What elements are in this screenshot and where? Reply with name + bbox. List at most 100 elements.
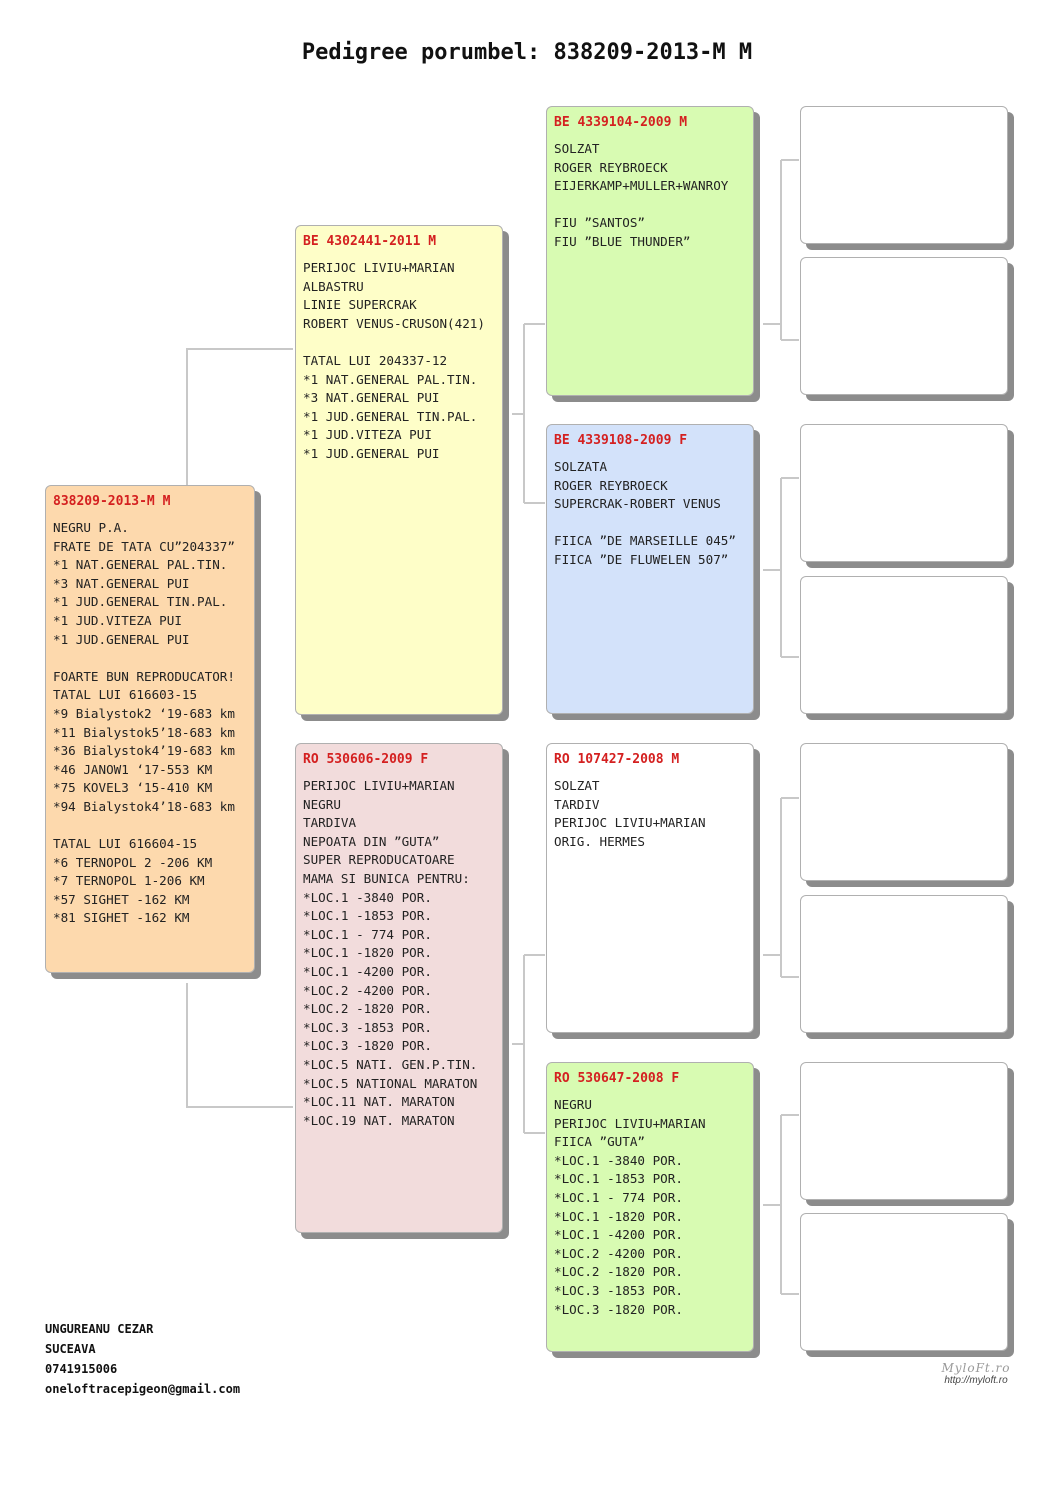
pedigree-line: *9 Bialystok2 ‘19-683 km	[53, 705, 235, 721]
logo-url: http://myloft.ro	[944, 1375, 1008, 1386]
pedigree-line: SUPER REPRODUCATOARE	[303, 852, 455, 868]
pedigree-line: *75 KOVEL3 ‘15-410 KM	[53, 780, 213, 796]
pedigree-line: TATAL LUI 616603-15	[53, 687, 198, 703]
pedigree-line	[554, 514, 746, 533]
pedigree-line: TATAL LUI 616604-15	[53, 836, 198, 852]
pedigree-line: *LOC.5 NATI. GEN.P.TIN.	[303, 1056, 478, 1072]
pedigree-line: FIU ”BLUE THUNDER”	[554, 233, 691, 249]
pedigree-line: SOLZAT	[554, 778, 600, 793]
pedigree-line: NEPOATA DIN ”GUTA”	[303, 833, 440, 849]
pedigree-line: FIU ”SANTOS”	[554, 215, 645, 231]
pedigree-line: *1 JUD.GENERAL TIN.PAL.	[303, 408, 478, 424]
pedigree-line: *6 TERNOPOL 2 -206 KM	[53, 854, 213, 870]
pedigree-line: TATAL LUI 204337-12	[303, 352, 448, 368]
sire-card: BE 4302441-2011 M PERIJOC LIVIU+MARIAN AL…	[295, 225, 503, 715]
pedigree-line: *LOC.1 -4200 POR.	[303, 963, 432, 979]
dam-dam-id: RO 530647-2008 F	[554, 1071, 680, 1086]
dam-card: RO 530606-2009 F PERIJOC LIVIU+MARIAN NEG…	[295, 743, 503, 1233]
pedigree-line: NEGRU	[303, 796, 341, 812]
pedigree-line: ALBASTRU	[303, 278, 364, 294]
pedigree-line: *57 SIGHET -162 KM	[53, 891, 190, 907]
page-title: Pedigree porumbel: 838209-2013-M M	[301, 40, 753, 65]
sire-id: BE 4302441-2011 M	[303, 234, 437, 249]
pedigree-line: PERIJOC LIVIU+MARIAN	[303, 778, 455, 793]
pedigree-line: FIICA ”DE FLUWELEN 507”	[554, 551, 729, 567]
pedigree-line: *LOC.1 -1853 POR.	[303, 908, 432, 924]
pedigree-line: *LOC.1 - 774 POR.	[303, 926, 432, 942]
great-grandparent-card	[800, 1213, 1008, 1351]
pedigree-line: *LOC.1 -1820 POR.	[303, 945, 432, 961]
pedigree-line: FIICA ”DE MARSEILLE 045”	[554, 533, 736, 549]
pedigree-line: *LOC.3 -1820 POR.	[554, 1301, 683, 1317]
pedigree-line: *36 Bialystok4’19-683 km	[53, 743, 235, 759]
dam-sire-id: RO 107427-2008 M	[554, 752, 680, 767]
pedigree-line: *LOC.1 -1820 POR.	[554, 1208, 683, 1224]
dam-dam-card: RO 530647-2008 F NEGRU PERIJOC LIVIU+MARI…	[546, 1062, 754, 1352]
pedigree-line: *81 SIGHET -162 KM	[53, 910, 190, 926]
owner-city: SUCEAVA	[45, 1342, 96, 1356]
pedigree-line: *LOC.1 -1853 POR.	[554, 1171, 683, 1187]
pedigree-line	[303, 333, 495, 352]
pedigree-line: *LOC.1 -3840 POR.	[303, 889, 432, 905]
pedigree-line: *1 NAT.GENERAL PAL.TIN.	[53, 557, 228, 573]
pedigree-line: PERIJOC LIVIU+MARIAN	[303, 260, 455, 275]
pedigree-line: *LOC.2 -4200 POR.	[303, 982, 432, 998]
owner-name: UNGUREANU CEZAR	[45, 1322, 154, 1336]
pedigree-line: *LOC.19 NAT. MARATON	[303, 1112, 455, 1128]
dam-id: RO 530606-2009 F	[303, 752, 429, 767]
great-grandparent-card	[800, 424, 1008, 562]
pedigree-line: MAMA SI BUNICA PENTRU:	[303, 870, 470, 886]
pedigree-line: *LOC.11 NAT. MARATON	[303, 1094, 455, 1110]
pedigree-line	[53, 817, 247, 836]
sire-sire-id: BE 4339104-2009 M	[554, 115, 688, 130]
great-grandparent-card	[800, 576, 1008, 714]
myloft-logo: MyloFt.ro http://myloft.ro	[936, 1361, 1016, 1397]
pedigree-line: *1 JUD.GENERAL TIN.PAL.	[53, 594, 228, 610]
pedigree-line: SOLZATA	[554, 459, 608, 474]
pedigree-line: *LOC.3 -1853 POR.	[554, 1282, 683, 1298]
pedigree-line: *LOC.1 -3840 POR.	[554, 1152, 683, 1168]
pedigree-line: SOLZAT	[554, 141, 600, 156]
pedigree-line: *1 JUD.GENERAL PUI	[53, 631, 190, 647]
pedigree-line: PERIJOC LIVIU+MARIAN	[554, 1115, 706, 1131]
pedigree-line: PERIJOC LIVIU+MARIAN	[554, 815, 706, 831]
pedigree-line: *94 Bialystok4’18-683 km	[53, 798, 235, 814]
pedigree-line: *3 NAT.GENERAL PUI	[53, 575, 190, 591]
pedigree-line: FRATE DE TATA CU”204337”	[53, 538, 235, 554]
pedigree-line: *LOC.1 -4200 POR.	[554, 1227, 683, 1243]
dam-dam-lines: NEGRU PERIJOC LIVIU+MARIAN FIICA ”GUTA” *LO…	[554, 1096, 746, 1319]
pedigree-line	[53, 649, 247, 668]
subject-lines: NEGRU P.A.FRATE DE TATA CU”204337”*1 NAT…	[53, 519, 247, 928]
owner-email: oneloftracepigeon@gmail.com	[45, 1382, 241, 1396]
sire-dam-id: BE 4339108-2009 F	[554, 433, 688, 448]
pedigree-line: *7 TERNOPOL 1-206 KM	[53, 873, 205, 889]
pedigree-line: FIICA ”GUTA”	[554, 1134, 645, 1150]
pedigree-line: *1 JUD.VITEZA PUI	[53, 612, 182, 628]
pedigree-line: NEGRU	[554, 1097, 592, 1112]
pedigree-line: *LOC.2 -1820 POR.	[554, 1264, 683, 1280]
pedigree-line: *46 JANOW1 ‘17-553 KM	[53, 761, 213, 777]
pedigree-line: *3 NAT.GENERAL PUI	[303, 390, 440, 406]
logo-mark: MyloFt.ro	[941, 1361, 1011, 1375]
great-grandparent-card	[800, 257, 1008, 395]
pedigree-line: *LOC.3 -1853 POR.	[303, 1019, 432, 1035]
pedigree-line: SUPERCRAK-ROBERT VENUS	[554, 496, 721, 512]
great-grandparent-card	[800, 106, 1008, 244]
pedigree-line: *LOC.2 -1820 POR.	[303, 1001, 432, 1017]
pedigree-line: *LOC.1 - 774 POR.	[554, 1189, 683, 1205]
subject-card: 838209-2013-M M NEGRU P.A.FRATE DE TATA …	[45, 485, 255, 973]
great-grandparent-card	[800, 743, 1008, 881]
pedigree-line: *LOC.3 -1820 POR.	[303, 1038, 432, 1054]
great-grandparent-card	[800, 1062, 1008, 1200]
pedigree-line: ROBERT VENUS-CRUSON(421)	[303, 315, 485, 331]
owner-phone: 0741915006	[45, 1362, 118, 1376]
pedigree-line: *LOC.5 NATIONAL MARATON	[303, 1075, 478, 1091]
pedigree-line: *1 JUD.GENERAL PUI	[303, 445, 440, 461]
